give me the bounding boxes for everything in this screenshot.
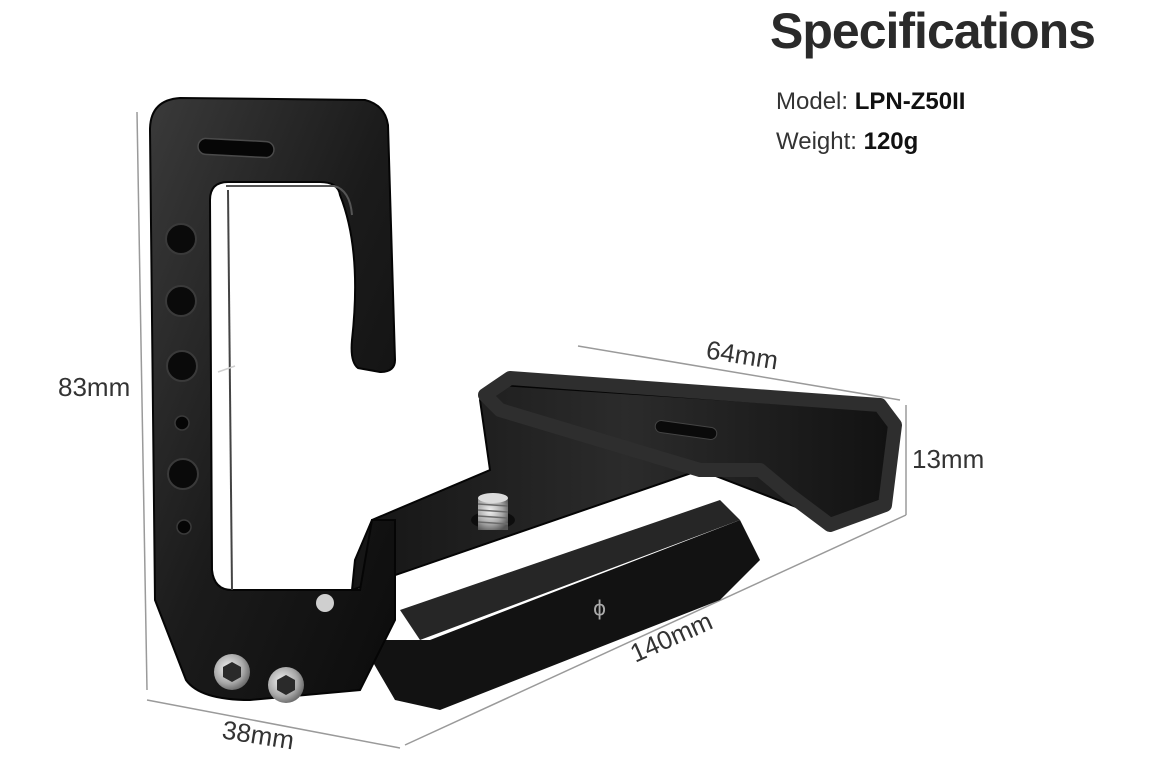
threaded-holes xyxy=(165,223,199,535)
spec-weight-label: Weight: xyxy=(776,128,857,155)
page-title: Specifications xyxy=(770,3,1096,59)
dim-thickness: 13mm xyxy=(912,444,985,474)
tripod-screw-icon xyxy=(478,498,508,530)
spec-model-label: Model: xyxy=(776,88,849,115)
dimension-lines xyxy=(136,111,907,749)
spec-weight-value: 120g xyxy=(863,128,919,155)
spec-weight: Weight: 120g xyxy=(776,128,918,156)
svg-text:ϕ: ϕ xyxy=(593,596,606,620)
top-slot xyxy=(197,137,275,159)
spec-model-value: LPN-Z50II xyxy=(854,88,966,115)
vertical-arm xyxy=(148,96,397,702)
dim-height: 83mm xyxy=(58,372,131,402)
spec-model: Model: LPN-Z50II xyxy=(776,88,965,116)
